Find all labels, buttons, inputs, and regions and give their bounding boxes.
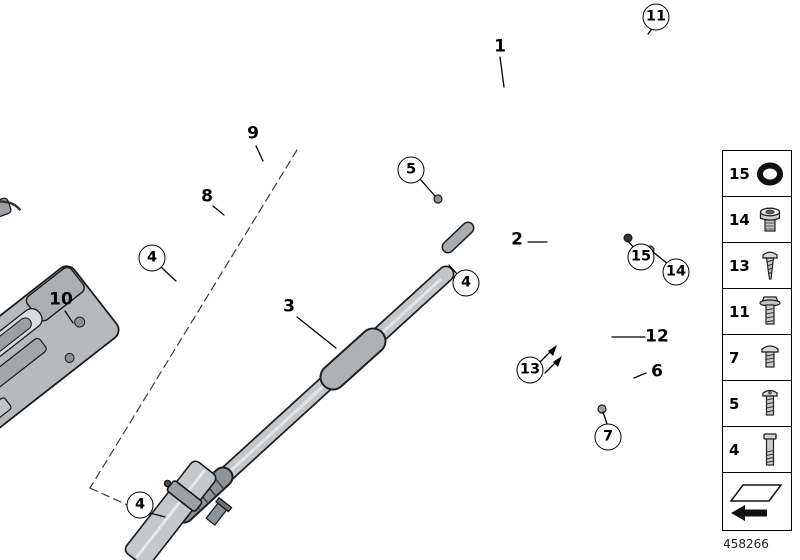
column-tube-drawing (124, 460, 217, 560)
long-bolt-icon (755, 430, 785, 470)
legend-row-5[interactable]: 5 (723, 381, 791, 427)
legend-label: 5 (729, 394, 740, 413)
legend-label: 11 (729, 302, 750, 321)
callout-2[interactable]: 2 (511, 229, 523, 250)
callout-4-upper[interactable]: 4 (138, 244, 166, 272)
flange-bolt-icon (755, 292, 785, 332)
fastener-legend: 15 14 13 (722, 150, 792, 531)
callout-10[interactable]: 10 (49, 289, 73, 310)
callout-4-middle[interactable]: 4 (452, 269, 480, 297)
adjustment-drive-drawing (0, 197, 21, 221)
assembly-axis-dashed-lines (89, 149, 298, 520)
callout-4-lower[interactable]: 4 (126, 491, 154, 519)
tapping-screw-icon (755, 246, 785, 286)
callout-leader-lines (64, 29, 669, 518)
legend-row-13[interactable]: 13 (723, 243, 791, 289)
callout-13[interactable]: 13 (516, 356, 544, 384)
legend-row-4[interactable]: 4 (723, 427, 791, 473)
callout-7[interactable]: 7 (594, 423, 622, 451)
legend-label: 13 (729, 256, 750, 275)
legend-label: 4 (729, 440, 740, 459)
callout-3[interactable]: 3 (283, 296, 295, 317)
callout-9[interactable]: 9 (247, 123, 259, 144)
direction-arrow-icon (729, 479, 785, 525)
callout-15[interactable]: 15 (627, 243, 655, 271)
callout-11[interactable]: 11 (642, 3, 670, 31)
legend-row-14[interactable]: 14 (723, 197, 791, 243)
callout-12[interactable]: 12 (645, 326, 669, 347)
legend-label: 7 (729, 348, 740, 367)
pan-screw-icon (755, 338, 785, 378)
legend-label: 14 (729, 210, 750, 229)
socket-plug-icon (755, 200, 785, 240)
torx-screw-icon (755, 384, 785, 424)
legend-row-7[interactable]: 7 (723, 335, 791, 381)
callout-1[interactable]: 1 (494, 36, 506, 57)
legend-row-11[interactable]: 11 (723, 289, 791, 335)
callout-5[interactable]: 5 (397, 156, 425, 184)
callout-13-arrowheads (548, 345, 562, 367)
legend-label: 15 (729, 164, 750, 183)
diagram-number: 458266 (723, 537, 769, 551)
legend-row-15[interactable]: 15 (723, 151, 791, 197)
callout-6[interactable]: 6 (651, 361, 663, 382)
legend-row-direction (723, 473, 791, 530)
callout-14[interactable]: 14 (662, 258, 690, 286)
grommet-icon (755, 154, 785, 194)
column-housing-drawing (0, 265, 120, 450)
steering-spindle-drawing (166, 265, 455, 530)
top-bolt-drawing (205, 497, 233, 526)
callout-8[interactable]: 8 (201, 186, 213, 207)
